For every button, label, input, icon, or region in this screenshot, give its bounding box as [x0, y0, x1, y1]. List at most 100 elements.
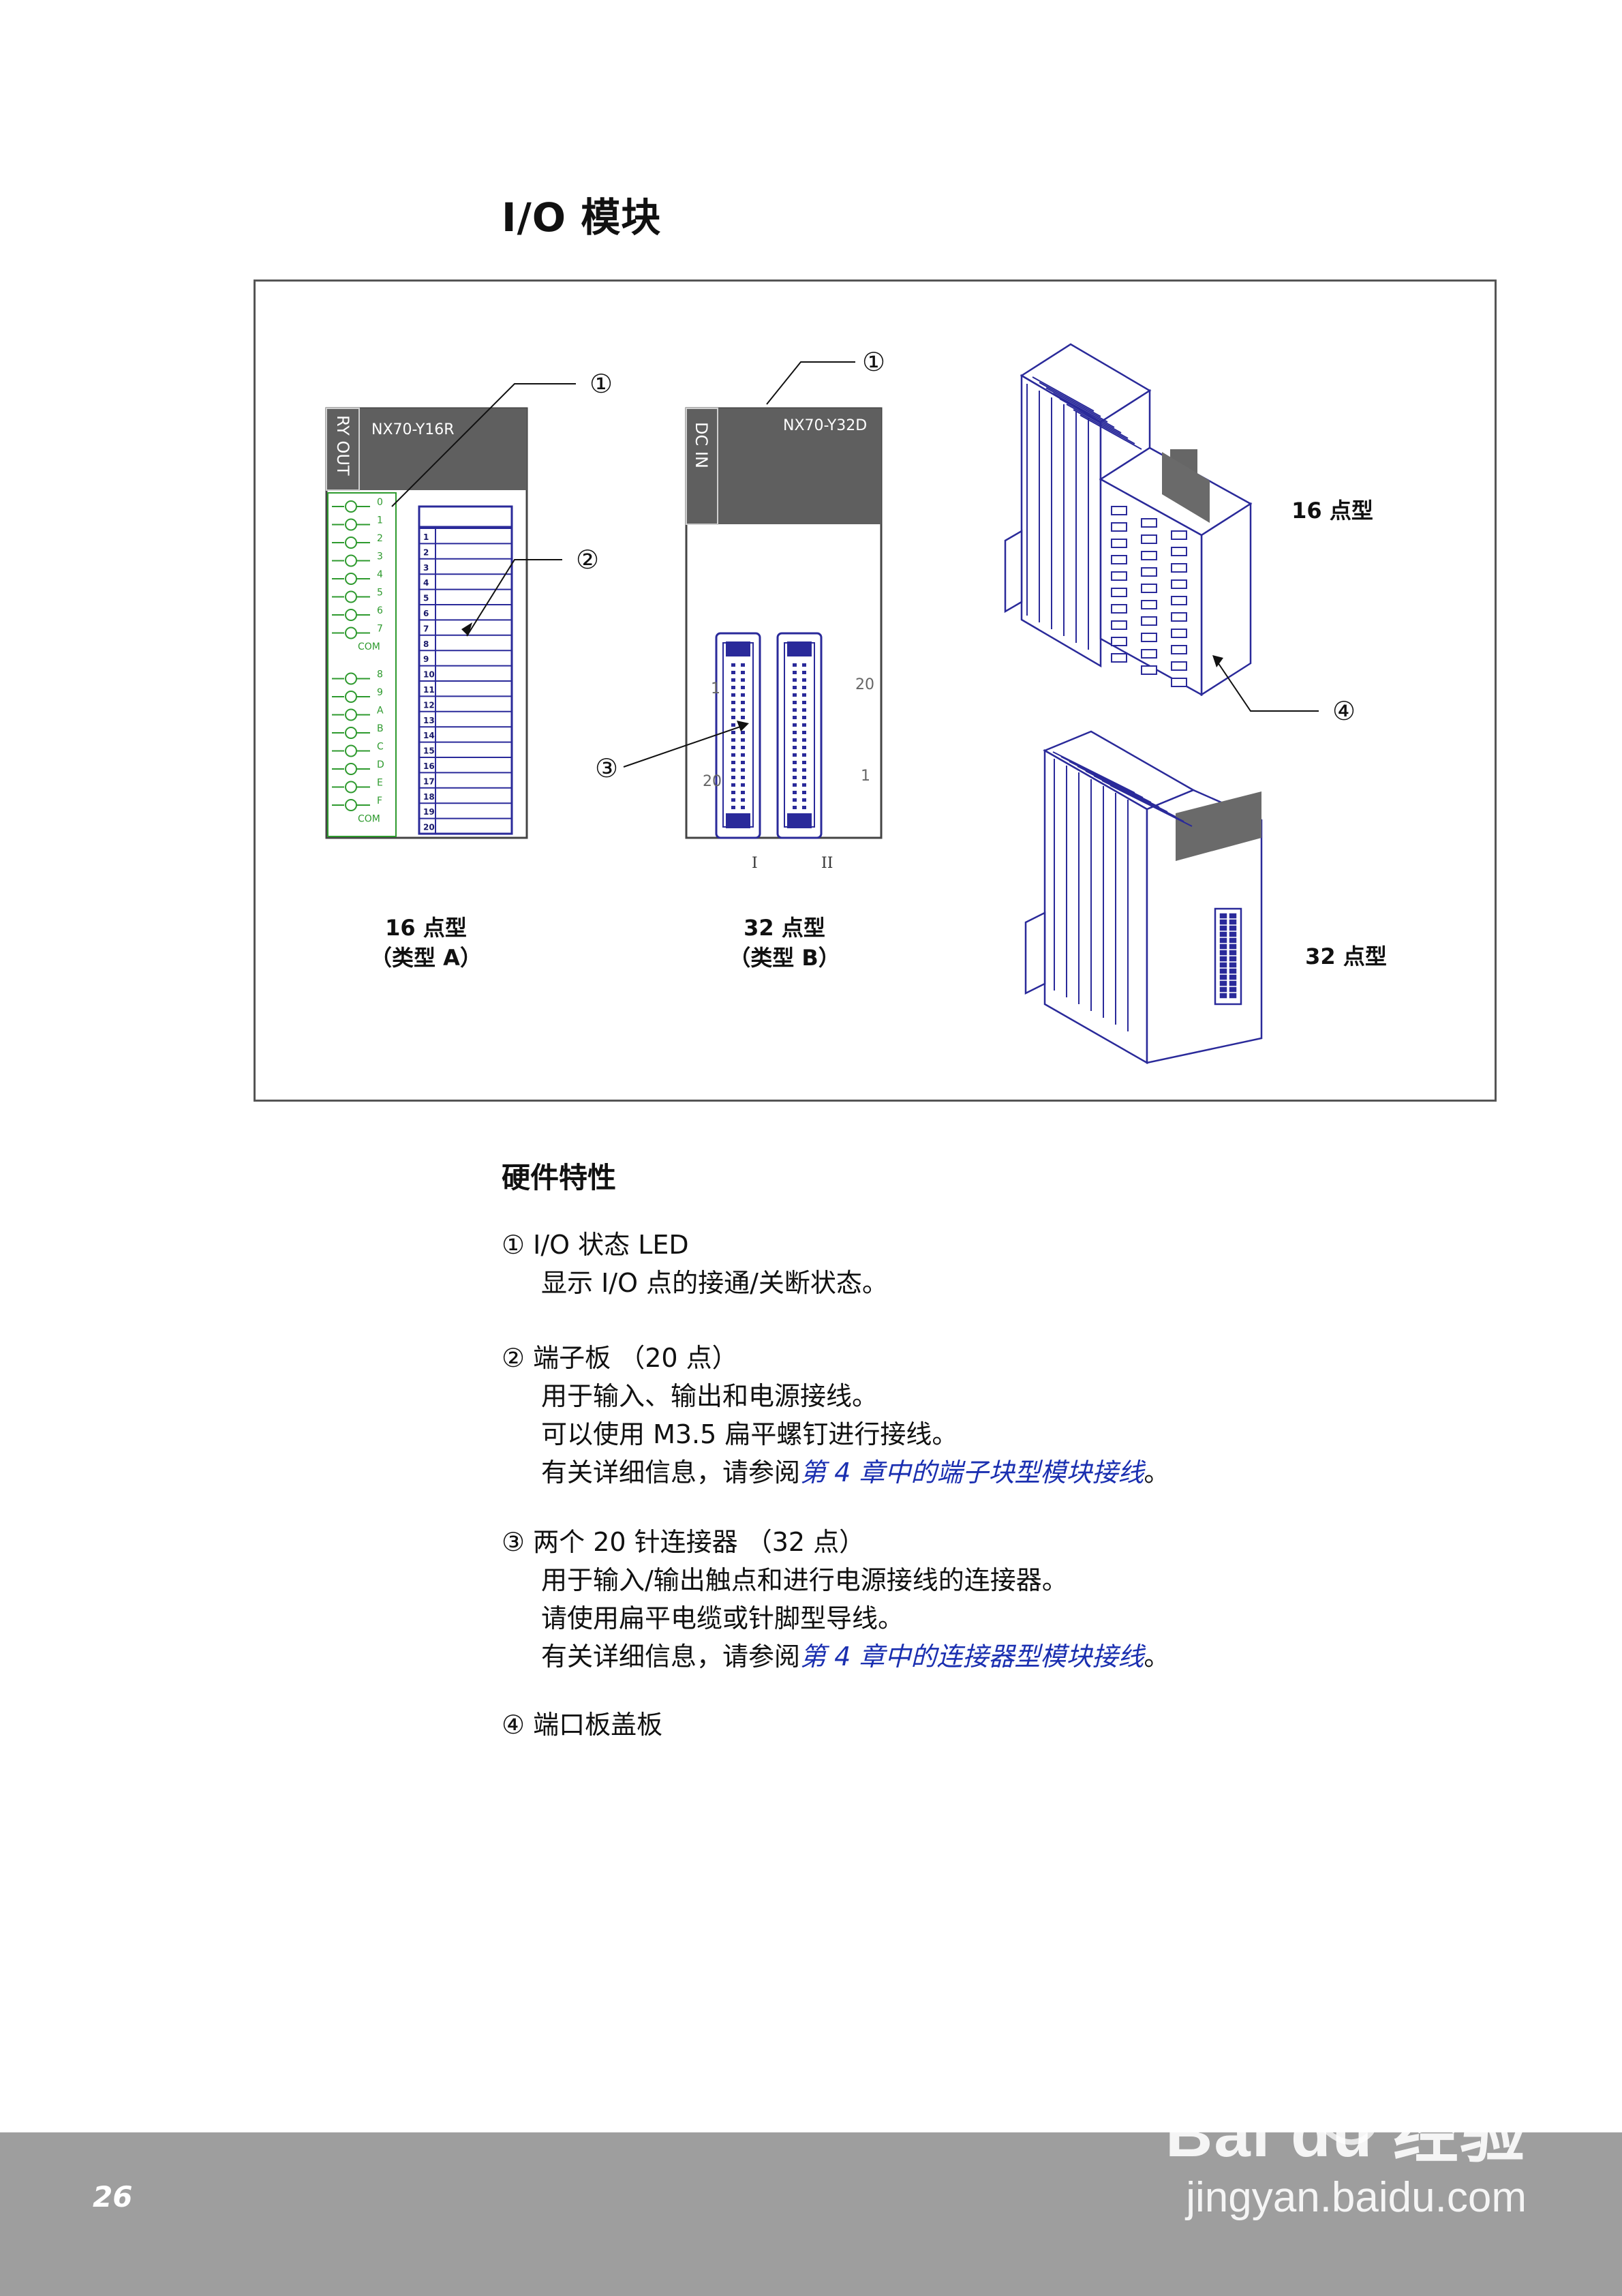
led-icon — [345, 626, 357, 639]
led-label: C — [377, 742, 384, 753]
module-a-caption-line1: 16 点型 — [385, 915, 467, 941]
module-a-caption-line2: （类型 A） — [370, 945, 482, 971]
terminal-number: 8 — [423, 639, 429, 649]
status-led: A — [332, 706, 384, 721]
status-led: 0 — [332, 497, 383, 513]
item-3-ref-prefix: 有关详细信息，请参阅 — [541, 1642, 801, 1672]
terminal-number: 10 — [423, 670, 435, 680]
led-label: D — [377, 759, 384, 770]
terminal-number: 13 — [423, 716, 435, 725]
item-2-line-2: 可以使用 M3.5 扁平螺钉进行接线。 — [541, 1419, 958, 1449]
svg-text:NX70-Y32D: NX70-Y32D — [783, 417, 867, 434]
callout-1-b: ① — [862, 347, 886, 377]
hardware-item-3: ③ 两个 20 针连接器 （32 点） 用于输入/输出触点和进行电源接线的连接器… — [502, 1523, 1169, 1676]
led-label: 3 — [377, 552, 383, 562]
led-icon — [345, 744, 357, 757]
hardware-item-2: ② 端子板 （20 点） 用于输入、输出和电源接线。 可以使用 M3.5 扁平螺… — [502, 1339, 1169, 1492]
terminal-number: 5 — [423, 594, 429, 603]
status-led: COM — [358, 814, 380, 825]
module-b-caption-line2: （类型 B） — [729, 945, 840, 971]
svg-text:DC IN: DC IN — [692, 422, 711, 468]
item-4-title: ④ 端口板盖板 — [502, 1710, 663, 1740]
led-label: B — [377, 723, 384, 734]
status-led: 7 — [332, 624, 383, 639]
led-label: F — [377, 796, 382, 806]
led-icon — [345, 763, 357, 775]
item-3-title: ③ 两个 20 针连接器 （32 点） — [502, 1527, 866, 1557]
status-led: D — [332, 759, 384, 775]
status-led: 1 — [332, 515, 383, 531]
led-label: COM — [358, 814, 380, 825]
svg-text:1: 1 — [711, 680, 720, 697]
status-led: COM — [358, 641, 380, 652]
led-label: 6 — [377, 605, 383, 616]
led-icon — [345, 573, 357, 585]
item-1-line-1: 显示 I/O 点的接通/关断状态。 — [541, 1268, 888, 1298]
item-1-title: ① I/O 状态 LED — [502, 1230, 689, 1260]
terminal-number: 17 — [423, 776, 435, 786]
terminal-number: 3 — [423, 563, 429, 573]
status-led: 2 — [332, 533, 383, 549]
terminal-number: 16 — [423, 761, 435, 771]
item-2-ref-link[interactable]: 第 4 章中的端子块型模块接线 — [800, 1457, 1144, 1487]
svg-text:NX70-Y16R: NX70-Y16R — [371, 421, 455, 438]
terminal-number: 11 — [423, 685, 435, 695]
item-3-line-1: 用于输入/输出触点和进行电源接线的连接器。 — [541, 1565, 1068, 1595]
terminal-number: 9 — [423, 654, 429, 664]
module-b-drawing: DC IN NX70-Y32D 1 20 20 1 I II — [623, 361, 883, 872]
hardware-heading: 硬件特性 — [502, 1161, 617, 1194]
led-label: 5 — [377, 588, 383, 599]
led-label: 1 — [377, 515, 383, 526]
status-led: 4 — [332, 569, 383, 585]
connector-1 — [715, 632, 761, 839]
hardware-item-4: ④ 端口板盖板 — [502, 1706, 662, 1744]
svg-text:20: 20 — [703, 773, 722, 790]
item-3-line-2: 请使用扁平电缆或针脚型导线。 — [541, 1603, 904, 1633]
led-icon — [345, 590, 357, 603]
item-2-reference: 有关详细信息，请参阅第 4 章中的端子块型模块接线。 — [502, 1453, 1169, 1492]
item-2-line-1: 用于输入、输出和电源接线。 — [541, 1381, 878, 1411]
module-drawings: RY OUT NX70-Y16R 01234567COM89ABCDEFCOM … — [325, 343, 1319, 1065]
iso-16-caption: 16 点型 — [1291, 498, 1373, 524]
status-led: 5 — [332, 588, 383, 603]
callout-3: ③ — [595, 753, 619, 783]
led-label: 2 — [377, 533, 383, 544]
led-icon — [345, 500, 357, 513]
led-icon — [345, 799, 357, 811]
led-label: A — [377, 706, 384, 716]
callout-2: ② — [576, 545, 600, 575]
led-icon — [345, 537, 357, 549]
terminal-number: 6 — [423, 609, 429, 618]
connector-2 — [776, 632, 823, 839]
status-led: B — [332, 723, 384, 739]
iso-16-drawing — [1004, 343, 1319, 712]
terminal-number: 19 — [423, 807, 435, 817]
svg-text:II: II — [821, 855, 833, 872]
led-label: 8 — [377, 669, 383, 680]
led-icon — [345, 691, 357, 703]
led-icon — [345, 609, 357, 621]
baidu-watermark-url: jingyan.baidu.com — [1186, 2174, 1527, 2221]
svg-text:RY OUT: RY OUT — [333, 415, 352, 476]
svg-text:I: I — [752, 855, 758, 872]
terminal-number: 20 — [423, 823, 435, 832]
item-3-ref-suffix: 。 — [1144, 1642, 1170, 1672]
terminal-number: 14 — [423, 731, 435, 740]
led-icon — [345, 708, 357, 721]
item-3-ref-link[interactable]: 第 4 章中的连接器型模块接线 — [800, 1642, 1144, 1672]
module-a-caption: 16 点型 （类型 A） — [358, 913, 494, 973]
module-b-caption-line1: 32 点型 — [744, 915, 825, 941]
terminal-number: 4 — [423, 578, 429, 588]
hardware-item-1: ① I/O 状态 LED 显示 I/O 点的接通/关断状态。 — [502, 1226, 888, 1302]
terminal-number: 1 — [423, 532, 429, 542]
baidu-watermark-logo: Bai du 经验 — [1165, 2098, 1527, 2171]
status-led: E — [332, 778, 383, 794]
iso-32-caption: 32 点型 — [1305, 943, 1387, 969]
page-number: 26 — [93, 2180, 133, 2214]
item-2-title: ② 端子板 （20 点） — [502, 1343, 738, 1373]
terminal-number: 18 — [423, 792, 435, 802]
callout-4: ④ — [1332, 696, 1356, 726]
status-led: F — [332, 796, 382, 811]
terminal-number: 7 — [423, 624, 429, 633]
led-label: 9 — [377, 687, 383, 698]
